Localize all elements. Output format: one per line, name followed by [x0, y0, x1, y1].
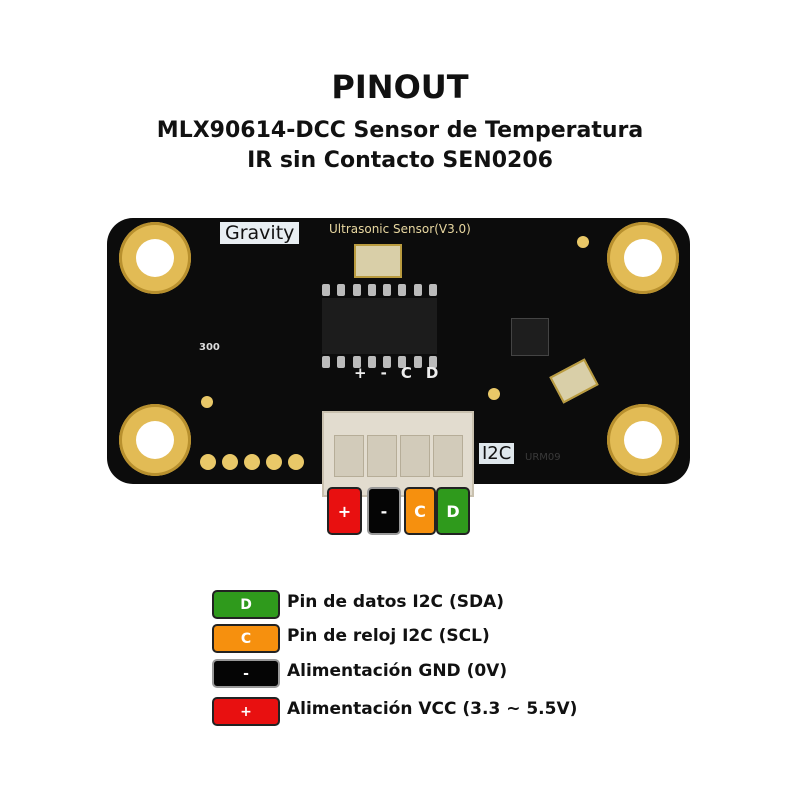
mounting-hole [119, 222, 191, 294]
legend-swatch-scl: C [212, 624, 280, 653]
pin-badge-gnd: - [367, 487, 401, 535]
crystal [549, 358, 599, 404]
solder-pad [266, 454, 282, 470]
solder-pad [222, 454, 238, 470]
title: PINOUT [331, 68, 469, 106]
resistor-label: 300 [199, 342, 220, 353]
subtitle-line-1: MLX90614-DCC Sensor de Temperatura [156, 118, 644, 143]
pin-badge-sda: D [436, 487, 470, 535]
solder-pad [244, 454, 260, 470]
silk-pin-plus: + [354, 364, 367, 382]
mounting-hole [607, 222, 679, 294]
silk-pin-c: C [400, 364, 412, 382]
board-title-label: Ultrasonic Sensor(V3.0) [329, 222, 471, 236]
legend-swatch-vcc: + [212, 697, 280, 726]
silk-pin-labels: + - C D [354, 364, 438, 382]
pin-badge-vcc: + [327, 487, 362, 535]
via-pad [488, 388, 500, 400]
silk-pin-d: D [425, 364, 439, 382]
silk-pin-minus: - [380, 364, 387, 382]
brand-label: Gravity [220, 222, 300, 244]
via-pad [201, 396, 213, 408]
i2c-connector [322, 411, 474, 497]
i2c-label: I2C [479, 443, 515, 464]
crystal [354, 244, 402, 278]
solder-pad [288, 454, 304, 470]
qfn-chip [511, 318, 549, 356]
via-pad [577, 236, 589, 248]
subtitle-line-2: IR sin Contacto SEN0206 [247, 148, 553, 173]
legend-text-scl: Pin de reloj I2C (SCL) [287, 626, 490, 646]
legend-text-sda: Pin de datos I2C (SDA) [287, 592, 505, 612]
ic-pins-bottom [322, 356, 437, 368]
legend-text-gnd: Alimentación GND (0V) [287, 661, 508, 681]
legend-swatch-sda: D [212, 590, 280, 619]
solder-pad [200, 454, 216, 470]
ic-chip [322, 298, 437, 354]
mounting-hole [607, 404, 679, 476]
legend-text-vcc: Alimentación VCC (3.3 ~ 5.5V) [287, 699, 578, 719]
legend-swatch-gnd: - [212, 659, 280, 688]
model-label: URM09 [525, 452, 561, 463]
pin-badge-scl: C [404, 487, 436, 535]
sensor-board: Gravity Ultrasonic Sensor(V3.0) 300 + - … [107, 218, 690, 497]
ic-pins-top [322, 284, 437, 296]
mounting-hole [119, 404, 191, 476]
